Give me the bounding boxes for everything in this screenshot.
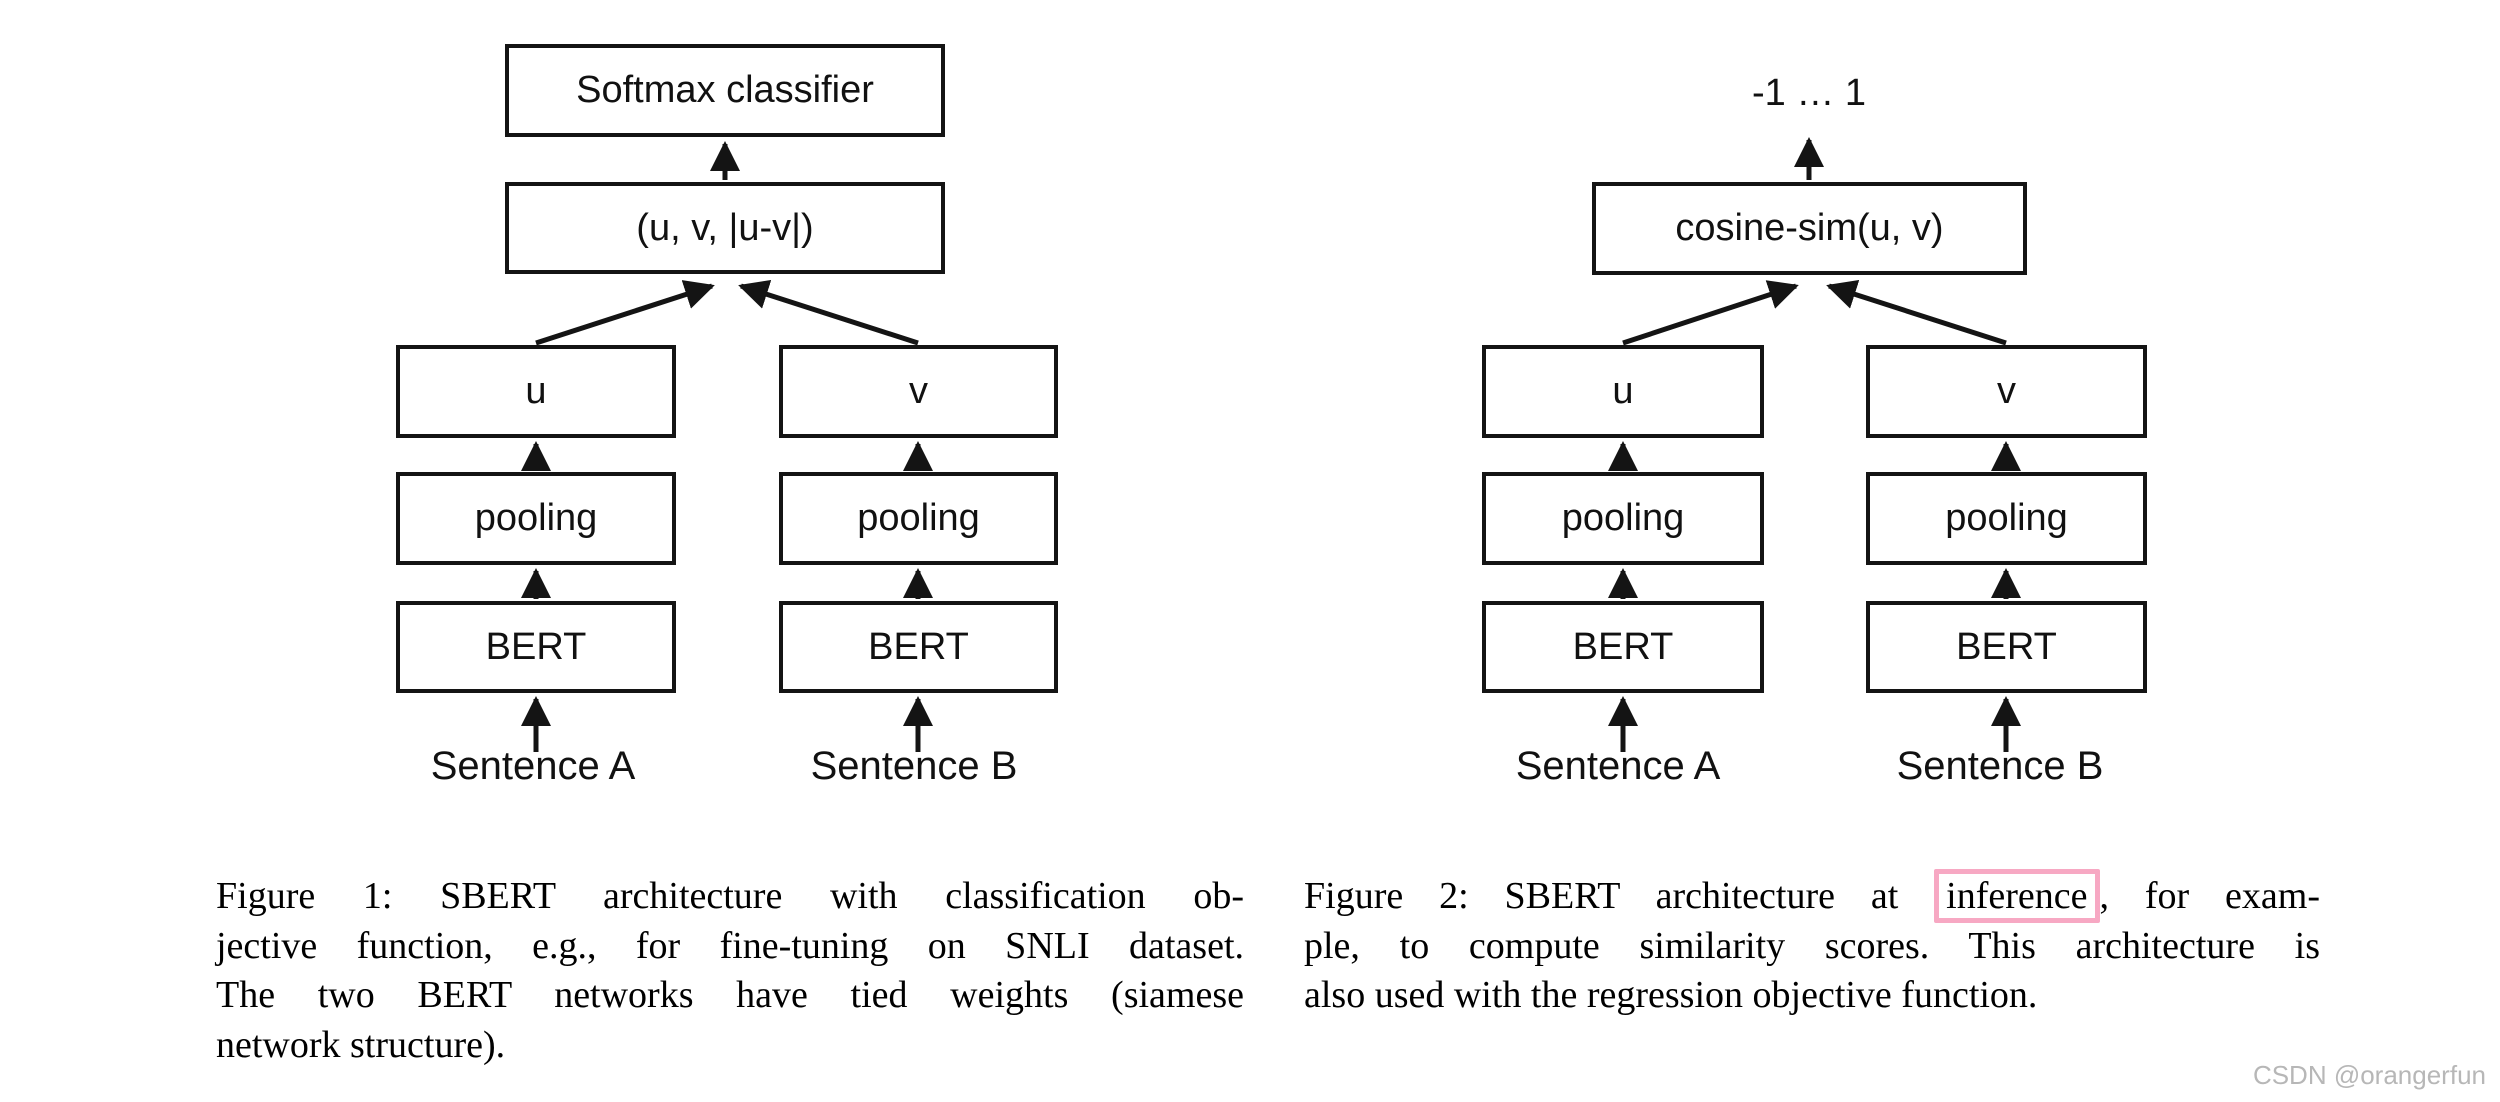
figure2-caption: Figure 2: SBERT architecture at inferenc… <box>1304 869 2321 1021</box>
fig2-v-box: v <box>1866 345 2147 438</box>
figure2-caption-line: also used with the regression objective … <box>1304 974 2038 1016</box>
figure1-caption-line: Figure 1: SBERT architecture with classi… <box>216 875 1244 917</box>
fig1-u-box: u <box>396 345 676 438</box>
fig2-cosine-box: cosine-sim(u, v) <box>1592 182 2027 275</box>
fig1-sentence-a-label: Sentence A <box>430 744 636 788</box>
fig1-arrow-v-to-concat <box>738 279 919 346</box>
fig1-arrows <box>521 141 933 752</box>
fig1-v-box: v <box>779 345 1058 438</box>
fig1-arrow-u-to-concat <box>535 280 715 346</box>
fig1-concat-box: (u, v, |u-v|) <box>505 182 945 274</box>
fig2-sentence-a-label: Sentence A <box>1515 744 1721 788</box>
fig2-arrow-v-to-cosine <box>1826 279 2007 346</box>
figure1-caption-line: network structure). <box>216 1023 506 1066</box>
fig2-arrow-u-to-cosine <box>1622 280 1799 346</box>
figure2-caption-text-pre: Figure 2: SBERT architecture at <box>1304 875 1899 917</box>
fig1-pooling-right-box: pooling <box>779 472 1058 565</box>
csdn-watermark: CSDN @orangerfun <box>2252 1060 2486 1090</box>
fig1-sentence-b-label: Sentence B <box>810 744 1018 788</box>
fig2-pooling-left-box: pooling <box>1482 472 1764 565</box>
fig2-sentence-b-label: Sentence B <box>1896 744 2104 788</box>
fig2-bert-right-box: BERT <box>1866 601 2147 693</box>
figure1-caption-line: The two BERT networks have tied weights … <box>216 974 1244 1016</box>
fig2-pooling-right-box: pooling <box>1866 472 2147 565</box>
fig1-bert-left-box: BERT <box>396 601 676 693</box>
figure1-caption-line: jective function, e.g., for fine-tuning … <box>216 924 1244 967</box>
fig2-u-box: u <box>1482 345 1764 438</box>
inference-highlight-box: inference <box>1934 869 2100 923</box>
figure1-caption: Figure 1: SBERT architecture with classi… <box>216 872 1244 1070</box>
fig2-output-range-label: -1 … 1 <box>1751 72 1867 114</box>
figure2-caption-text-post: , for exam- <box>2099 875 2321 917</box>
fig1-pooling-left-box: pooling <box>396 472 676 565</box>
figure2-caption-line: ple, to compute similarity scores. This … <box>1304 924 2320 967</box>
fig2-bert-left-box: BERT <box>1482 601 1764 693</box>
fig1-softmax-box: Softmax classifier <box>505 44 945 137</box>
fig1-bert-right-box: BERT <box>779 601 1058 693</box>
fig2-arrows <box>1608 137 2021 752</box>
figure2-caption-line: Figure 2: SBERT architecture at inferenc… <box>1304 869 2321 923</box>
